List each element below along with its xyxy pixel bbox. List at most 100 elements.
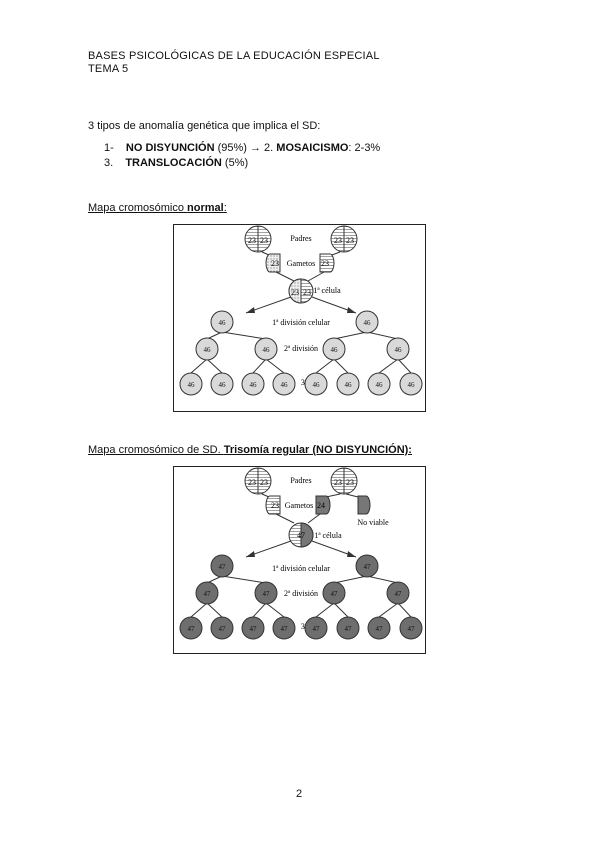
intro-text: 3 tipos de anomalía genética que implica… [88, 120, 321, 132]
svg-text:47: 47 [297, 531, 305, 540]
cell-label: 47 [376, 625, 384, 633]
cell-label: 47 [408, 625, 416, 633]
svg-text:23: 23 [248, 236, 256, 245]
svg-text:23: 23 [260, 478, 268, 487]
cell [399, 616, 423, 640]
list-num: 3. [104, 157, 114, 169]
cell-label: 46 [376, 381, 384, 389]
svg-text:23: 23 [334, 478, 342, 487]
cell-label: 46 [364, 319, 372, 327]
label-gametos: Gametos [285, 501, 313, 510]
division-arrow [221, 575, 267, 584]
cell-label: 46 [219, 381, 227, 389]
label-div2: 2ª división [284, 344, 318, 353]
division-arrow [315, 602, 335, 618]
division-arrow [333, 602, 349, 618]
division-arrow [397, 602, 412, 618]
cell-label: 46 [331, 346, 339, 354]
cell-label: 47 [395, 590, 403, 598]
svg-text:23: 23 [271, 501, 279, 510]
section-heading-sd: Mapa cromosómico de SD. Trisomía regular… [88, 444, 412, 456]
diagram-normal: 23 23 23 23 Padres 23 23 Gametos 23 23 1… [179, 225, 423, 396]
label-div1: 1ª división celular [272, 564, 330, 573]
gamete-extra: 24 [315, 495, 331, 515]
division-arrow [190, 602, 208, 618]
cell [367, 616, 391, 640]
cell [241, 616, 265, 640]
diagram-trisomy: 23 23 23 23 Padres 23 24 Gametos No viab… [179, 467, 423, 640]
cell [399, 372, 423, 396]
cell [254, 337, 278, 361]
cell [210, 372, 234, 396]
svg-text:23: 23 [260, 236, 268, 245]
cell [336, 372, 360, 396]
cell [210, 554, 234, 578]
cell-label: 46 [408, 381, 416, 389]
cell [210, 310, 234, 334]
svg-text:23: 23 [334, 236, 342, 245]
cell [179, 616, 203, 640]
figure-trisomy-map: 23 23 23 23 Padres 23 24 Gametos No viab… [173, 466, 426, 654]
list-num: 1- [104, 142, 114, 154]
svg-text:23: 23 [248, 478, 256, 487]
cell-label: 46 [313, 381, 321, 389]
division-arrow [221, 331, 267, 340]
division-arrow [366, 331, 399, 340]
cell-label: 47 [188, 625, 196, 633]
header-course: BASES PSICOLÓGICAS DE LA EDUCACIÓN ESPEC… [88, 50, 380, 62]
label-no-viable: No viable [357, 518, 389, 527]
section-heading-normal: Mapa cromosómico normal: [88, 202, 227, 214]
gamete-right: 23 [319, 253, 335, 273]
cell [195, 337, 219, 361]
cell [355, 310, 379, 334]
cell-label: 46 [204, 346, 212, 354]
cell-label: 47 [263, 590, 271, 598]
svg-text:23: 23 [346, 236, 354, 245]
label-gametos: Gametos [287, 259, 315, 268]
label-celula: 1ª célula [314, 531, 342, 540]
cell [272, 372, 296, 396]
cell [322, 337, 346, 361]
label-padres: Padres [290, 234, 311, 243]
cell-label: 47 [219, 563, 227, 571]
cell-label: 47 [345, 625, 353, 633]
division-arrow [333, 331, 368, 340]
division-arrow [378, 602, 399, 618]
label-celula: 1ª célula [313, 286, 341, 295]
label-div1: 1ª división celular [272, 318, 330, 327]
cell-label: 47 [364, 563, 372, 571]
pct-95: (95%) [214, 142, 250, 154]
svg-text:24: 24 [317, 501, 325, 510]
arrow-icon: → [250, 142, 261, 154]
heading-prefix: Mapa cromosómico de SD. [88, 444, 224, 456]
heading-bold: Trisomía regular (NO DISYUNCIÓN): [223, 444, 412, 456]
division-arrow [378, 358, 399, 374]
cell [386, 337, 410, 361]
list-item: 3. TRANSLOCACIÓN (5%) [104, 157, 248, 169]
division-arrow [265, 602, 285, 618]
cell [210, 616, 234, 640]
division-arrow [333, 358, 349, 374]
division-arrow [397, 358, 412, 374]
page-number: 2 [296, 788, 303, 800]
doc-header: BASES PSICOLÓGICAS DE LA EDUCACIÓN ESPEC… [88, 50, 380, 76]
header-topic: TEMA 5 [88, 63, 129, 75]
cell-label: 47 [250, 625, 258, 633]
term-mosaicismo: MOSAICISMO [276, 142, 349, 154]
division-arrow [206, 602, 223, 618]
term-no-disyuncion: NO DISYUNCIÓN [125, 142, 215, 154]
cell [386, 581, 410, 605]
cell [195, 581, 219, 605]
division-arrow [206, 358, 223, 374]
cell-label: 46 [345, 381, 353, 389]
cell-label: 46 [188, 381, 196, 389]
figure-normal-map: 23 23 23 23 Padres 23 23 Gametos 23 23 1… [173, 224, 426, 412]
parent-right: 23 23 [330, 467, 358, 495]
cell-label: 47 [331, 590, 339, 598]
heading-bold: normal [187, 202, 224, 214]
parent-left: 23 23 [244, 225, 272, 253]
pct-mosaicismo: : 2-3% [348, 142, 381, 154]
cell [304, 372, 328, 396]
cell-label: 46 [395, 346, 403, 354]
division-arrow [366, 575, 399, 584]
